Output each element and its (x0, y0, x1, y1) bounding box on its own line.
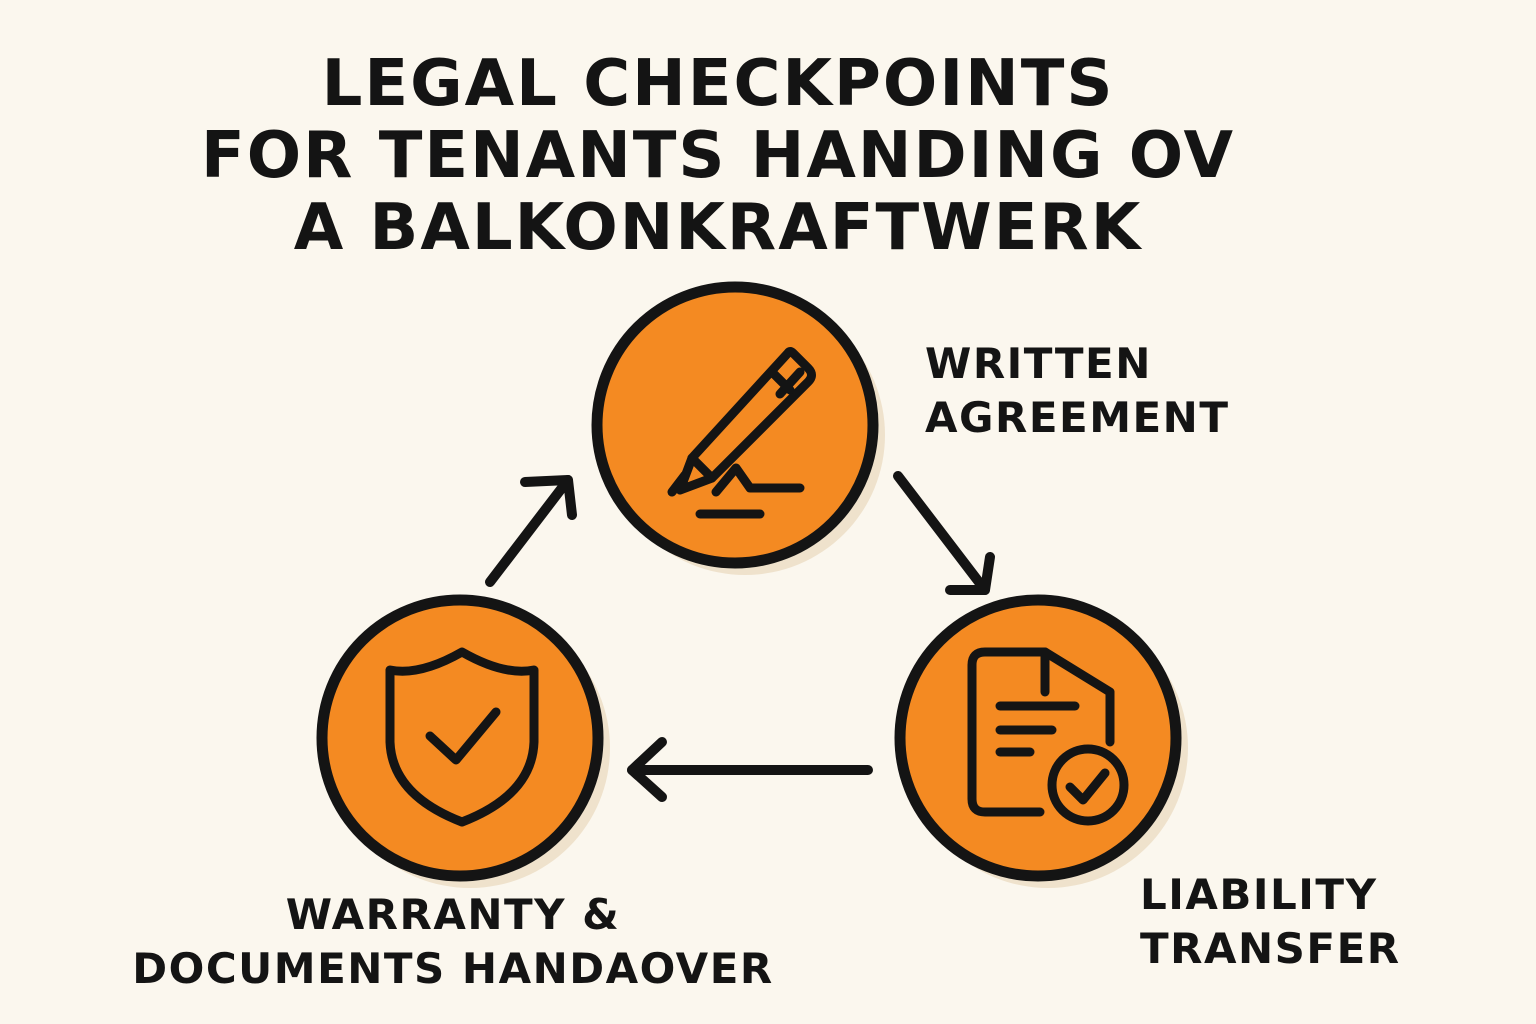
document-check-icon (967, 647, 1129, 826)
page-title: LEGAL CHECKPOINTS FOR TENANTS HANDING OV… (0, 48, 1436, 264)
label-liability-line-2: TRANSFER (1140, 924, 1401, 973)
title-line-2: FOR TENANTS HANDING OV (201, 119, 1235, 193)
pen-signature-icon (667, 347, 816, 519)
label-warranty-documents: WARRANTY & DOCUMENTS HANDAOVER (118, 888, 788, 996)
title-line-3: A BALKONKRAFTWERK (293, 191, 1143, 265)
label-liability-transfer: LIABILITY TRANSFER (1140, 868, 1401, 976)
label-warranty-line-1: WARRANTY & (285, 890, 621, 939)
node-warranty-documents (316, 594, 604, 882)
node-circle-warranty (316, 594, 604, 882)
node-written-agreement (591, 281, 879, 569)
arrow-written-to-liability (893, 471, 995, 595)
label-written-line-1: WRITTEN (925, 339, 1152, 388)
node-circle-liability (894, 594, 1182, 882)
title-line-1: LEGAL CHECKPOINTS (321, 47, 1115, 121)
label-written-line-2: AGREEMENT (925, 393, 1230, 442)
shield-check-icon (385, 647, 539, 827)
node-liability-transfer (894, 594, 1182, 882)
arrow-liability-to-warranty (627, 737, 873, 802)
node-circle-written (591, 281, 879, 569)
label-liability-line-1: LIABILITY (1140, 870, 1378, 919)
arrow-warranty-to-written (485, 475, 577, 587)
label-warranty-line-2: DOCUMENTS HANDAOVER (132, 944, 774, 993)
label-written-agreement: WRITTEN AGREEMENT (925, 337, 1230, 445)
cycle-arrows (485, 471, 995, 802)
